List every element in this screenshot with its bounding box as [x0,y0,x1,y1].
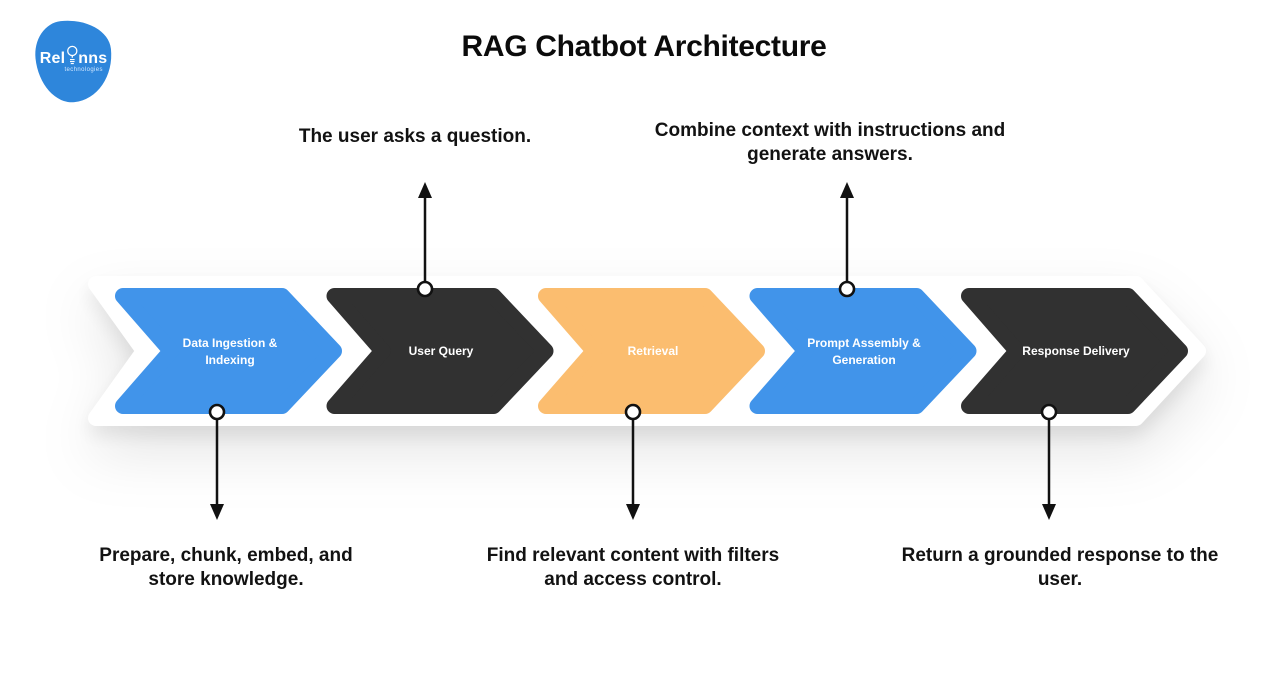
step-label-user-query: User Query [408,344,474,359]
arrow-down-retrieval [626,419,640,520]
arrowhead-icon [1042,504,1056,520]
step-label-response-delivery: Response Delivery [1022,344,1130,359]
annotation-response-delivery: Return a grounded response to the user. [901,545,1219,590]
arrowhead-icon [626,504,640,520]
arrow-up-user-query [418,182,432,282]
page-title: RAG Chatbot Architecture [461,30,827,63]
arrowhead-icon [210,504,224,520]
arrowhead-icon [840,182,854,198]
arrowhead-icon [418,182,432,198]
relinns-logo: Rel nns technologies [31,16,117,106]
annotation-retrieval: Find relevant content with filters and a… [486,545,780,590]
arrow-down-data-ingestion [210,419,224,520]
annotation-prompt-assembly: Combine context with instructions and ge… [654,120,1006,165]
step-label-data-ingestion: Data Ingestion & Indexing [182,335,278,367]
annotation-user-query: The user asks a question. [298,126,532,147]
logo-subtitle: technologies [64,66,103,73]
lightbulb-icon [66,45,78,65]
step-chevron-data-ingestion [115,288,342,414]
step-chevron-prompt-assembly [749,288,977,414]
step-label-prompt-assembly: Prompt Assembly & Generation [807,335,921,367]
step-chevron-response-delivery [961,288,1188,414]
step-chevron-retrieval [538,288,765,414]
annotation-data-ingestion: Prepare, chunk, embed, and store knowled… [99,545,353,590]
step-chevron-user-query [326,288,554,414]
logo-wordmark: Rel nns [40,45,108,69]
arrow-up-prompt-assembly [840,182,854,282]
arrow-down-response-delivery [1042,419,1056,520]
step-label-retrieval: Retrieval [627,344,679,359]
process-band [88,276,1206,426]
